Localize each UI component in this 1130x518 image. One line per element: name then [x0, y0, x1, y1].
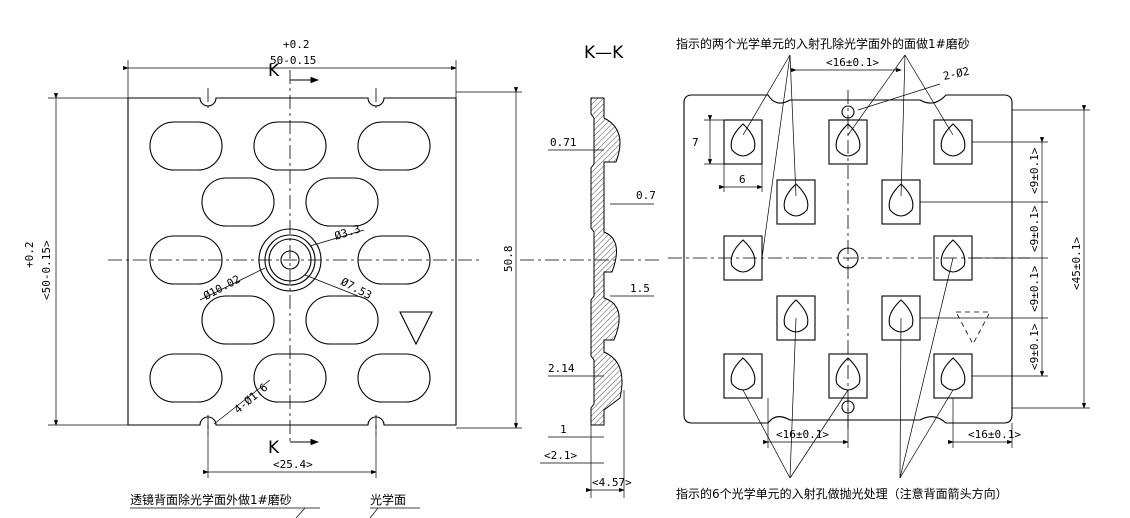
lens-ovals — [149, 121, 431, 403]
dashed-triangle — [955, 311, 991, 345]
front-view: +0.2 50-0.15 K +0.2 <50-0.15> 50.8 <25.4… — [23, 38, 522, 518]
cell-width: 6 — [739, 173, 746, 186]
pitch-bot-1: <16±0.1> — [776, 428, 829, 441]
dia-small: Ø3.3 — [333, 222, 362, 243]
note-top: 指示的两个光学单元的入射孔除光学面外的面做1#磨砂 — [676, 36, 970, 51]
v-pitch-2: <9±0.1> — [1028, 205, 1041, 252]
bottom-dim: <25.4> — [273, 458, 313, 471]
section-profile — [590, 97, 623, 426]
cell-height: 7 — [692, 136, 699, 149]
v-pitch-3: <9±0.1> — [1028, 265, 1041, 312]
height-tol: +0.2 — [23, 242, 36, 269]
top-view: 指示的两个光学单元的入射孔除光学面外的面做1#磨砂 <16±0.1> 2-Ø2 … — [668, 36, 1090, 501]
pitch-bot-2: <16±0.1> — [968, 428, 1021, 441]
dia-large: Ø10.02 — [201, 273, 242, 303]
sec-dim-3: 1.5 — [630, 282, 650, 295]
section-view: K—K 0.71 0.7 1.5 2.14 1 <2.1> <4.57> — [520, 43, 660, 498]
sec-dim-5: 1 — [560, 423, 567, 436]
center-hole — [837, 247, 859, 269]
note-optical: 光学面 — [370, 492, 406, 507]
sec-dim-7: <4.57> — [592, 476, 632, 489]
v-pitch-4: <9±0.1> — [1028, 323, 1041, 370]
overall-height: 50.8 — [502, 246, 515, 273]
section-label-bottom: K — [268, 438, 280, 458]
note-back: 透镜背面除光学面外做1#磨砂 — [130, 492, 292, 507]
section-title: K—K — [584, 43, 624, 63]
dia-mid: Ø7.53 — [339, 275, 374, 302]
sec-dim-6: <2.1> — [544, 449, 577, 462]
note-bottom: 指示的6个光学单元的入射孔做抛光处理（注意背面箭头方向） — [676, 486, 1008, 501]
pitch-top: <16±0.1> — [826, 56, 879, 69]
direction-triangle — [399, 311, 433, 346]
sec-dim-1: 0.71 — [550, 136, 577, 149]
v-total: <45±0.1> — [1070, 237, 1083, 290]
width-tol: +0.2 — [283, 38, 310, 51]
top-outline — [683, 94, 1013, 424]
v-pitch-1: <9±0.1> — [1028, 147, 1041, 194]
holes-label: 2-Ø2 — [942, 65, 971, 83]
center-ring-outer — [258, 228, 322, 292]
sec-dim-4: 2.14 — [548, 362, 575, 375]
sec-dim-2: 0.7 — [636, 189, 656, 202]
height-dim: <50-0.15> — [40, 240, 53, 300]
width-dim: 50-0.15 — [270, 54, 316, 67]
front-outline — [127, 97, 457, 426]
section-label-top: K — [268, 61, 280, 81]
